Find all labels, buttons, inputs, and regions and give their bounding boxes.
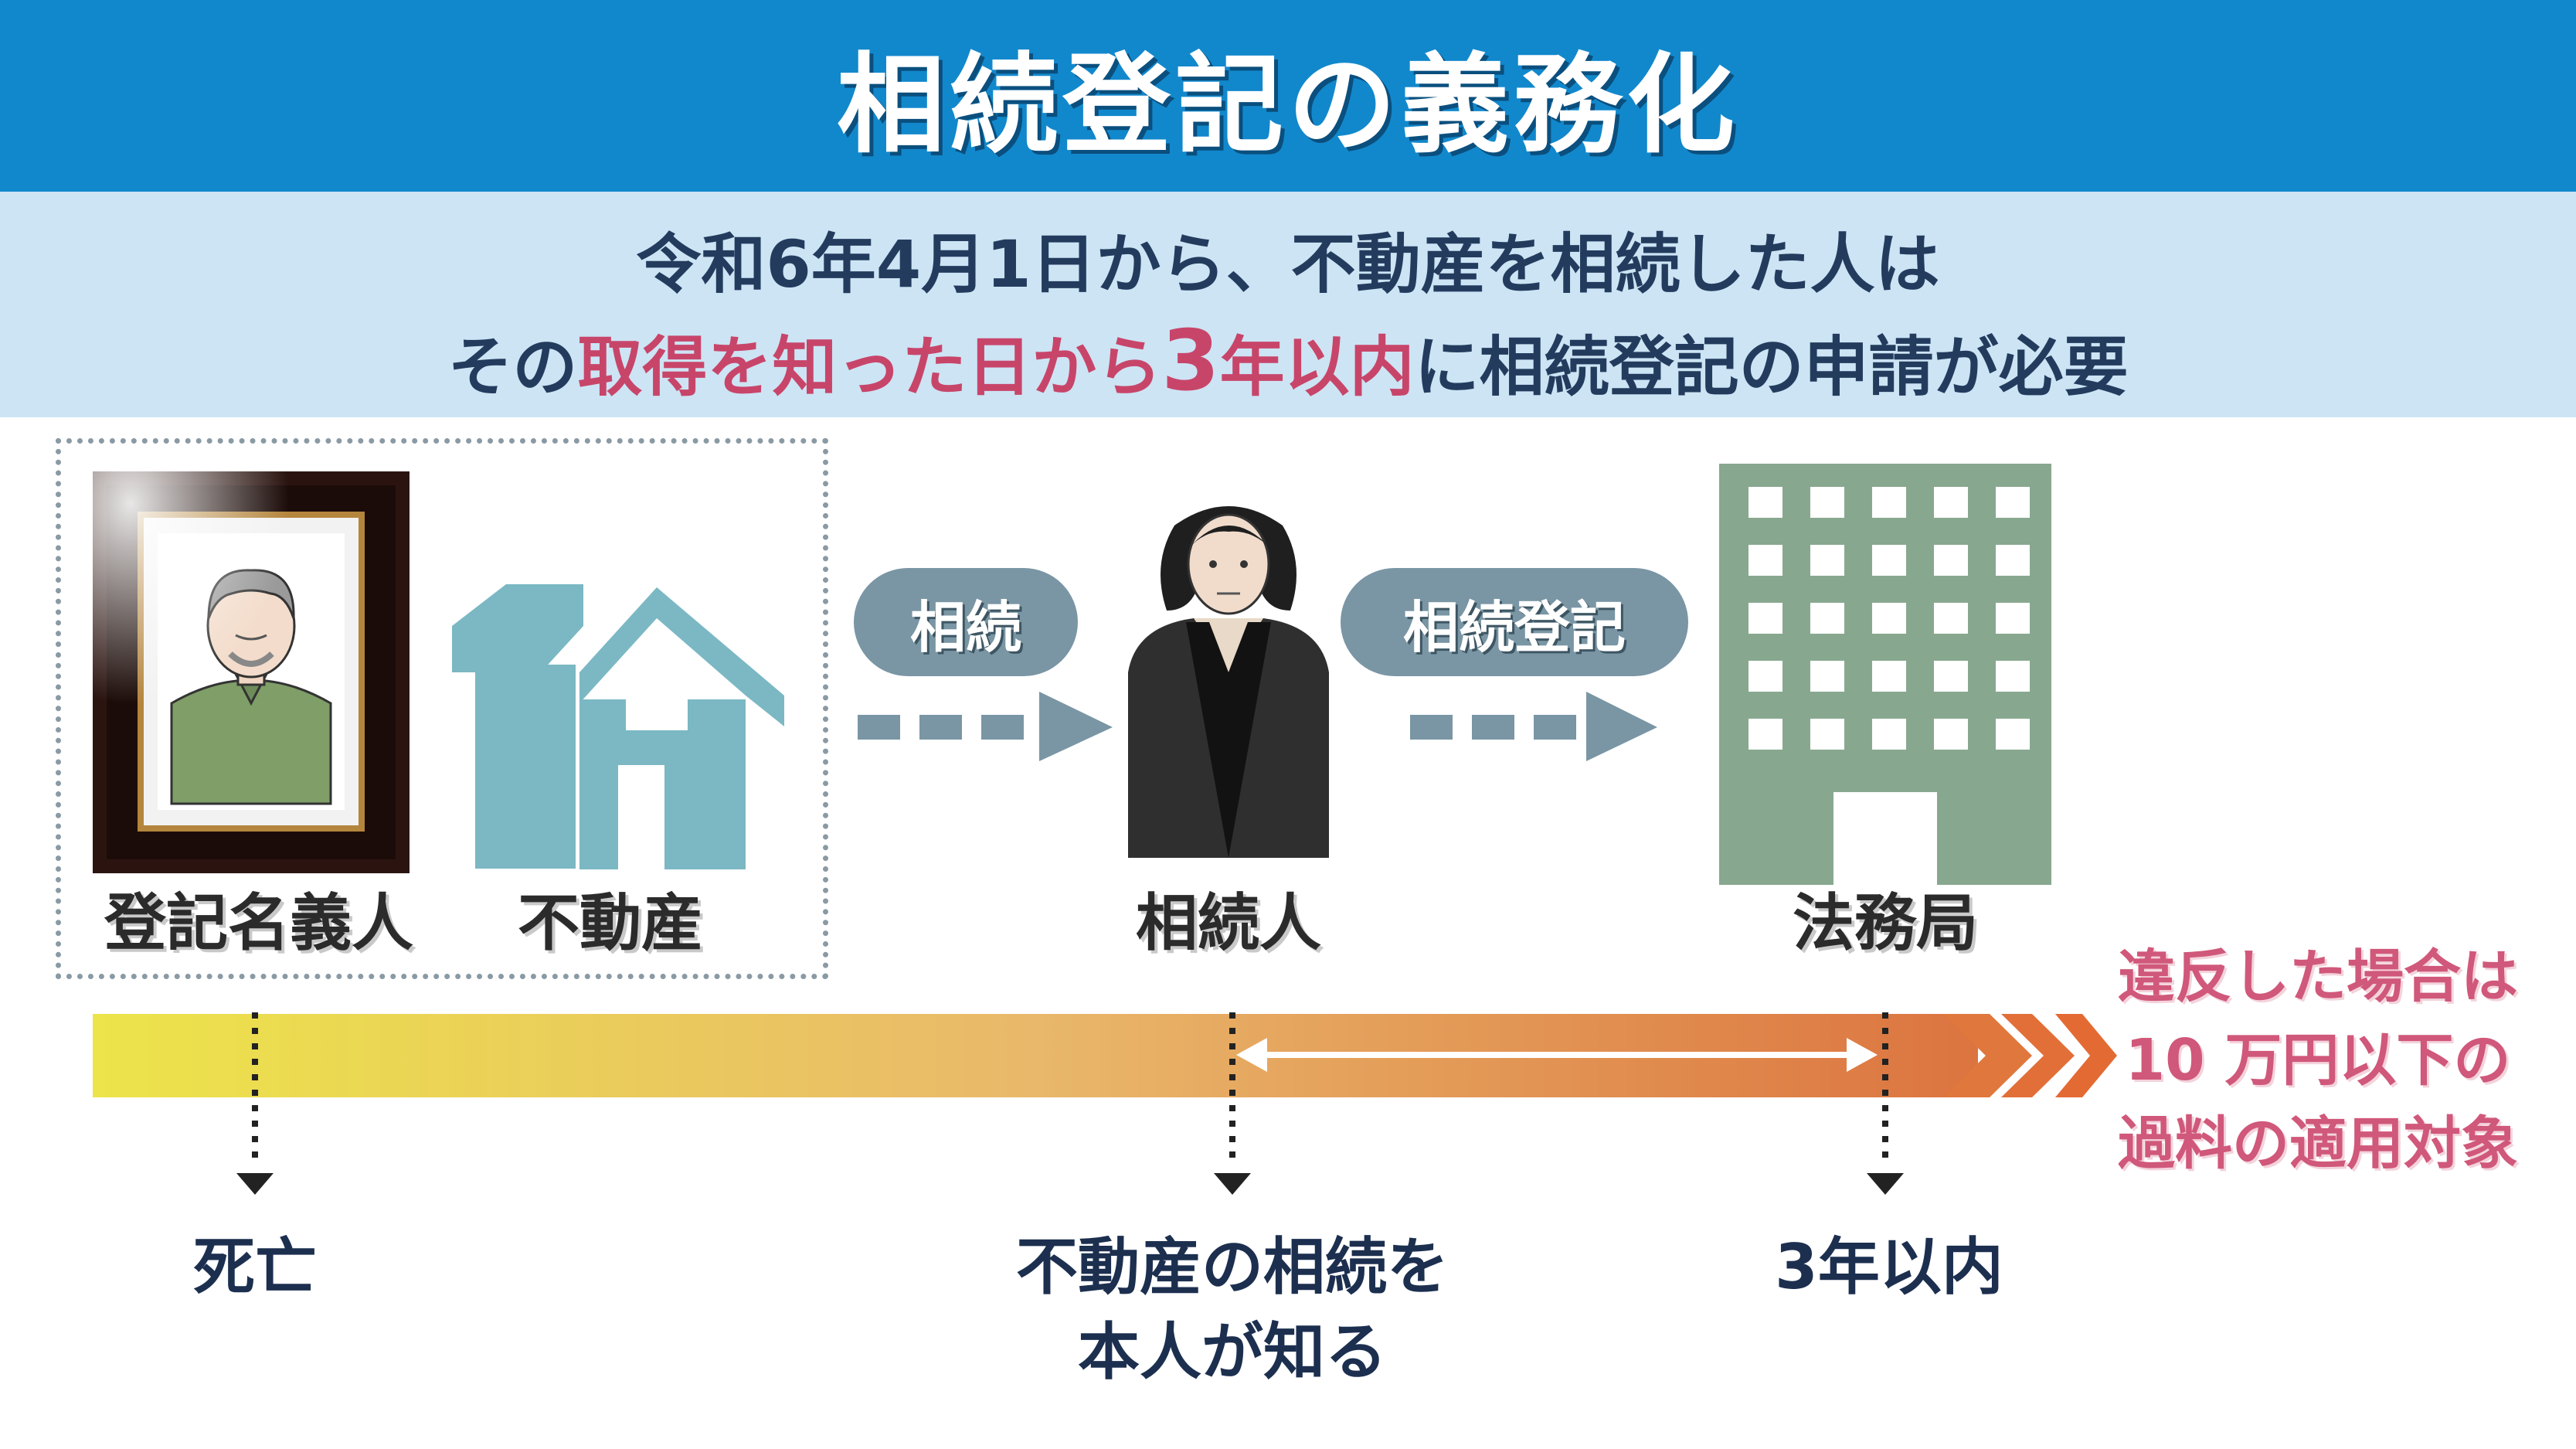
timeline-bar (93, 1014, 2117, 1097)
subtitle-highlight-number: 3 (1161, 313, 1220, 410)
timeline-label-death: 死亡 (193, 1231, 317, 1303)
label-registered-owner: 登記名義人 (104, 887, 413, 959)
marker-within-3-years (1867, 1012, 1904, 1195)
penalty-line-3: 過料の適用対象 (2118, 1111, 2518, 1177)
subtitle-line-1: 令和6年4月1日から、不動産を相続した人は (636, 226, 1940, 302)
penalty-line-2: 10 万円以下の (2125, 1027, 2511, 1094)
deceased-property-group (56, 438, 828, 979)
timeline-label-know-2: 本人が知る (1078, 1316, 1387, 1388)
office-building-icon (1719, 464, 2051, 885)
person-icon (1128, 506, 1329, 858)
subtitle-highlight-tail: 年以内 (1219, 329, 1415, 405)
subtitle-prefix: その (447, 329, 578, 405)
portrait-frame-icon (93, 471, 410, 873)
subtitle-band (0, 192, 2576, 417)
house-icon (452, 584, 784, 870)
subtitle-line-2: その取得を知った日から3年以内に相続登記の申請が必要 (0, 313, 2576, 410)
marker-know (1214, 1012, 1251, 1195)
subtitle-highlight: 取得を知った日から (577, 329, 1162, 405)
penalty-warning: 違反した場合は 10 万円以下の 過料の適用対象 (2071, 935, 2565, 1185)
page-title: 相続登記の義務化 (836, 43, 1739, 168)
step-inheritance: 相続 (854, 568, 1078, 676)
timeline-label-within: 3年以内 (1775, 1231, 2003, 1303)
penalty-line-1: 違反した場合は (2118, 944, 2518, 1010)
timeline-label-know-1: 不動産の相続を (1016, 1231, 1449, 1303)
subtitle-suffix: に相続登記の申請が必要 (1414, 329, 2129, 405)
arrow-right-icon (858, 692, 1113, 761)
title-bar (0, 0, 2576, 192)
arrow-right-icon (1410, 692, 1657, 761)
label-real-estate: 不動産 (518, 887, 703, 959)
label-heir: 相続人 (1136, 887, 1321, 959)
label-legal-affairs-bureau: 法務局 (1793, 887, 1978, 959)
step-inheritance-registration: 相続登記 (1341, 568, 1688, 676)
marker-death (236, 1012, 274, 1195)
double-arrow-icon (1236, 1038, 1878, 1072)
